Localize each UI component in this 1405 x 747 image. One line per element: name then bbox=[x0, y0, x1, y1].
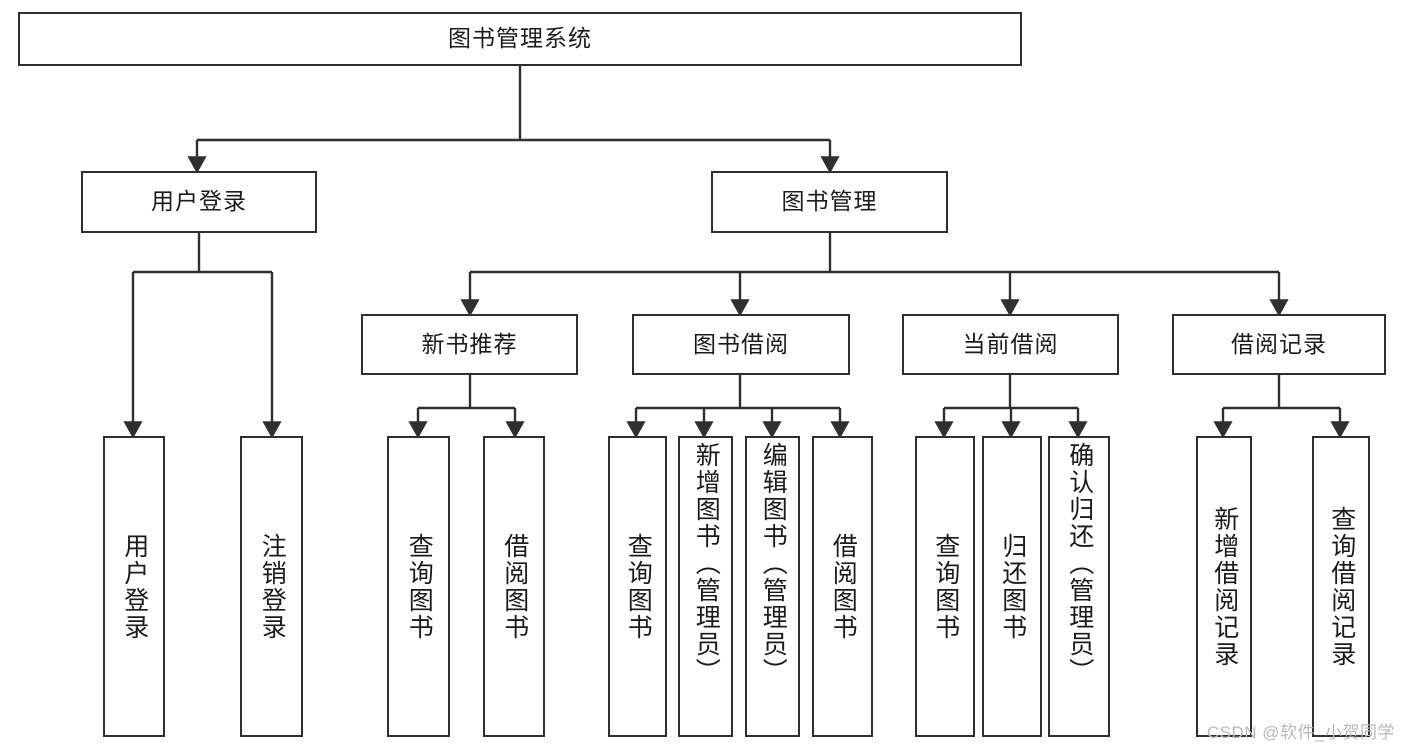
node-borrow-record[interactable]: 借阅记录 bbox=[1172, 314, 1386, 375]
node-current-borrow[interactable]: 当前借阅 bbox=[902, 314, 1119, 375]
node-leaf-borrow-book-2[interactable]: 借阅图书 bbox=[812, 436, 873, 737]
node-root[interactable]: 图书管理系统 bbox=[18, 12, 1022, 66]
node-leaf-query-book-1[interactable]: 查询图书 bbox=[387, 436, 450, 737]
node-leaf-query-book-3[interactable]: 查询图书 bbox=[915, 436, 975, 737]
node-leaf-return-book[interactable]: 归还图书 bbox=[982, 436, 1042, 737]
node-book-borrow[interactable]: 图书借阅 bbox=[632, 314, 850, 375]
node-leaf-query-record[interactable]: 查询借阅记录 bbox=[1312, 436, 1370, 737]
node-leaf-add-record[interactable]: 新增借阅记录 bbox=[1196, 436, 1252, 737]
node-leaf-add-book[interactable]: 新增图书（管理员） bbox=[678, 436, 733, 737]
node-leaf-confirm-return[interactable]: 确认归还（管理员） bbox=[1048, 436, 1110, 737]
node-new-book-recommend[interactable]: 新书推荐 bbox=[361, 314, 578, 375]
node-leaf-query-book-2[interactable]: 查询图书 bbox=[608, 436, 667, 737]
node-leaf-edit-book[interactable]: 编辑图书（管理员） bbox=[745, 436, 800, 737]
node-book-manage[interactable]: 图书管理 bbox=[711, 171, 948, 233]
node-leaf-logout-login[interactable]: 注销登录 bbox=[240, 436, 303, 737]
node-leaf-user-login[interactable]: 用户登录 bbox=[103, 436, 165, 737]
node-user-login[interactable]: 用户登录 bbox=[81, 171, 317, 233]
node-leaf-borrow-book-1[interactable]: 借阅图书 bbox=[483, 436, 545, 737]
